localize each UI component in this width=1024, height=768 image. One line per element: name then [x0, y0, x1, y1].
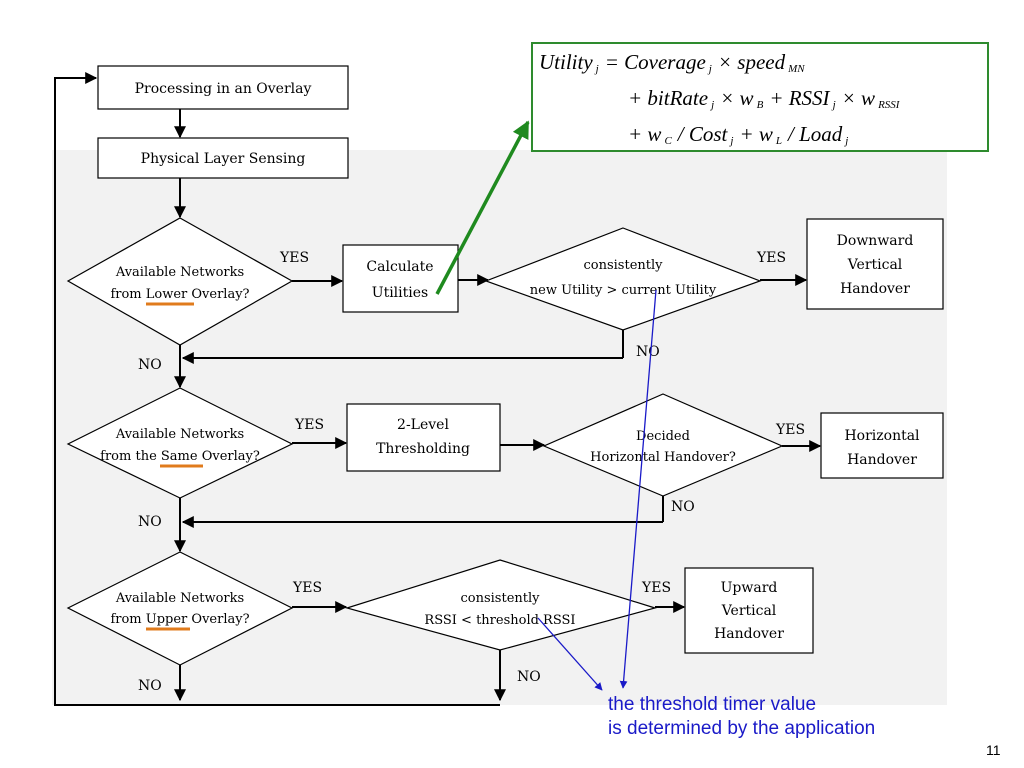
no-label-5: NO	[138, 678, 162, 694]
svg-text:Vertical: Vertical	[721, 603, 777, 619]
svg-text:Vertical: Vertical	[847, 257, 903, 273]
decision-new-utility: consistently new Utility > current Utili…	[484, 227, 762, 331]
yes-label-2: YES	[756, 250, 786, 266]
page-number: 11	[986, 742, 1001, 758]
svg-text:Handover: Handover	[714, 626, 784, 642]
decision-upper-overlay: Available Networks from Upper Overlay?	[66, 551, 294, 666]
no-label-2: NO	[636, 344, 660, 360]
yes-label-6: YES	[641, 580, 671, 596]
svg-text:Decided: Decided	[636, 429, 690, 444]
threshold-timer-annotation: the threshold timer value is determined …	[608, 693, 875, 741]
svg-text:Processing in an Overlay: Processing in an Overlay	[135, 81, 312, 97]
yes-label-4: YES	[775, 422, 805, 438]
green-arrow-to-formula	[435, 120, 530, 295]
svg-text:Horizontal Handover?: Horizontal Handover?	[590, 450, 736, 465]
svg-text:Handover: Handover	[847, 452, 917, 468]
horizontal-handover-box: Horizontal Handover	[820, 412, 944, 479]
no-label-1: NO	[138, 357, 162, 373]
svg-text:Downward: Downward	[837, 233, 914, 249]
loop-back-arrow	[54, 72, 500, 706]
svg-text:Upward: Upward	[721, 580, 778, 596]
decision-horizontal: Decided Horizontal Handover?	[542, 393, 784, 497]
svg-text:Available Networks: Available Networks	[115, 591, 244, 606]
yes-label-3: YES	[294, 417, 324, 433]
thresholding-box: 2-Level Thresholding	[346, 403, 501, 472]
svg-text:new Utility > current Utility: new Utility > current Utility	[530, 283, 717, 298]
svg-text:Horizontal: Horizontal	[844, 428, 920, 444]
no-label-6: NO	[517, 669, 541, 685]
no-label-4: NO	[671, 499, 695, 515]
svg-text:Calculate: Calculate	[366, 259, 433, 275]
annotation-line-1: the threshold timer value	[608, 694, 817, 715]
processing-box: Processing in an Overlay	[97, 65, 349, 110]
sensing-box: Physical Layer Sensing	[97, 137, 349, 179]
svg-text:Physical Layer Sensing: Physical Layer Sensing	[141, 151, 306, 167]
upward-handover-box: Upward Vertical Handover	[684, 567, 814, 654]
svg-text:consistently: consistently	[584, 258, 664, 273]
decision-lower-overlay: Available Networks from Lower Overlay?	[66, 217, 294, 346]
blue-pointer-rssi	[537, 617, 603, 691]
svg-text:Thresholding: Thresholding	[376, 441, 470, 457]
svg-text:Available Networks: Available Networks	[115, 427, 244, 442]
svg-text:consistently: consistently	[461, 591, 541, 606]
svg-text:RSSI < threshold RSSI: RSSI < threshold RSSI	[424, 613, 575, 628]
annotation-line-2: is determined by the application	[608, 718, 876, 739]
svg-text:from the Same Overlay?: from the Same Overlay?	[100, 449, 260, 464]
blue-pointer-utility	[619, 289, 657, 689]
yes-label-5: YES	[292, 580, 322, 596]
calculate-utilities-box: Calculate Utilities	[342, 244, 459, 313]
no-label-3: NO	[138, 514, 162, 530]
yes-label-1: YES	[279, 250, 309, 266]
svg-text:Handover: Handover	[840, 281, 910, 297]
svg-text:2-Level: 2-Level	[397, 417, 449, 433]
svg-text:from Upper Overlay?: from Upper Overlay?	[110, 612, 249, 627]
svg-text:Utilities: Utilities	[372, 285, 428, 301]
downward-handover-box: Downward Vertical Handover	[806, 218, 944, 310]
svg-text:from Lower Overlay?: from Lower Overlay?	[110, 287, 249, 302]
svg-text:Available Networks: Available Networks	[115, 265, 244, 280]
